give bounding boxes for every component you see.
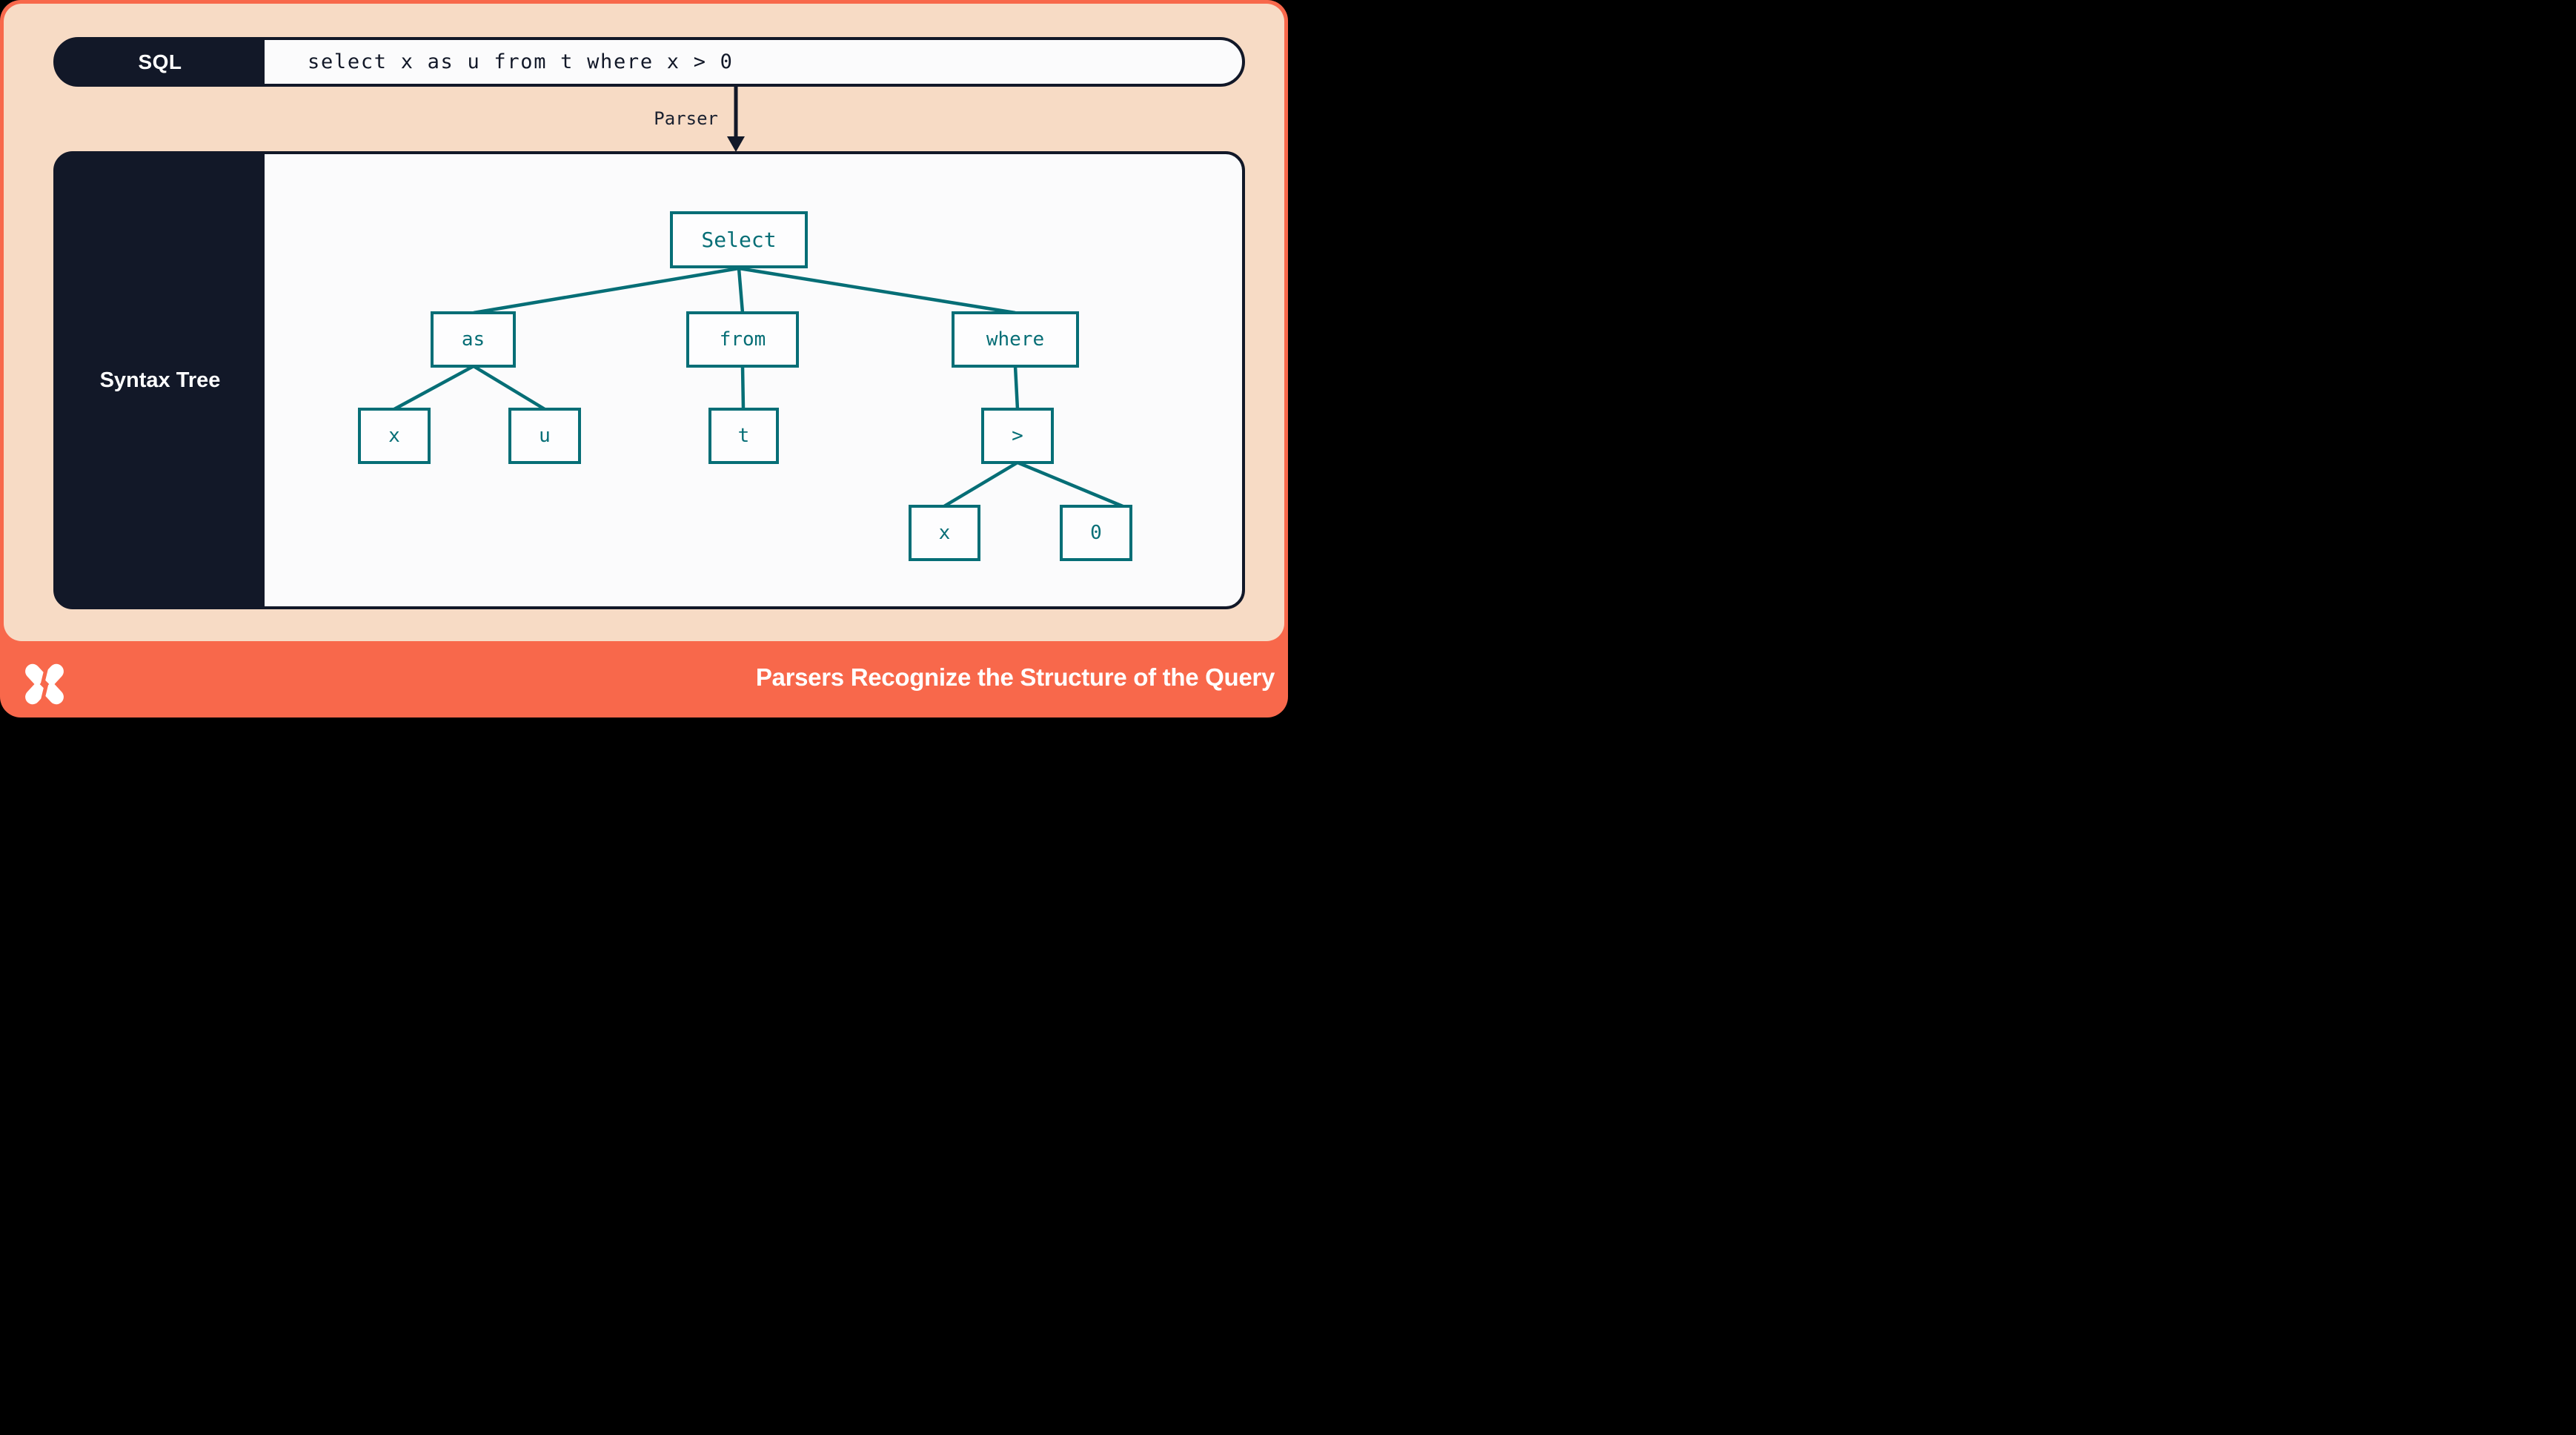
tree-node-where: where bbox=[952, 311, 1079, 368]
parser-arrow-icon bbox=[727, 87, 745, 152]
tree-node-x-alias: x bbox=[358, 408, 431, 464]
tree-edges bbox=[393, 266, 1123, 508]
footer-title: Parsers Recognize the Structure of the Q… bbox=[755, 663, 1275, 691]
parser-label: Parser bbox=[654, 108, 718, 129]
sql-query-text: select x as u from t where x > 0 bbox=[308, 50, 734, 73]
sql-bar: SQL select x as u from t where x > 0 bbox=[53, 37, 1245, 87]
tree-node-x-cond: x bbox=[909, 505, 980, 561]
tree-edge-select-from bbox=[737, 268, 745, 314]
arrow-head bbox=[727, 136, 745, 152]
tree-node-zero: 0 bbox=[1060, 505, 1132, 561]
tree-node-u: u bbox=[508, 408, 581, 464]
tree-node-gt: > bbox=[981, 408, 1054, 464]
sql-label: SQL bbox=[138, 50, 182, 73]
tree-node-t: t bbox=[708, 408, 779, 464]
tree-edge-gt-zero bbox=[1017, 460, 1123, 508]
slide: SQL select x as u from t where x > 0 Par… bbox=[0, 0, 1288, 718]
sql-label-section: SQL bbox=[56, 39, 265, 84]
syntax-tree-label: Syntax Tree bbox=[99, 368, 221, 392]
tree-canvas: Select as from where x u t > x 0 bbox=[56, 154, 1248, 612]
tree-edge-as-u bbox=[472, 365, 546, 411]
syntax-tree-sidebar: Syntax Tree bbox=[56, 153, 265, 607]
syntax-tree-panel: Syntax Tree Select as from where bbox=[53, 151, 1245, 609]
tree-node-as: as bbox=[431, 311, 516, 368]
tree-node-from: from bbox=[686, 311, 799, 368]
footer: Parsers Recognize the Structure of the Q… bbox=[667, 641, 1275, 714]
pinwheel-logo-icon bbox=[25, 660, 64, 708]
tree-edge-as-x bbox=[393, 365, 475, 411]
tree-edge-select-where bbox=[738, 266, 1016, 315]
tree-edge-gt-x bbox=[943, 461, 1019, 508]
tree-node-select: Select bbox=[670, 211, 808, 268]
tree-edge-select-as bbox=[473, 266, 740, 315]
tree-edge-where-gt bbox=[1013, 365, 1020, 410]
